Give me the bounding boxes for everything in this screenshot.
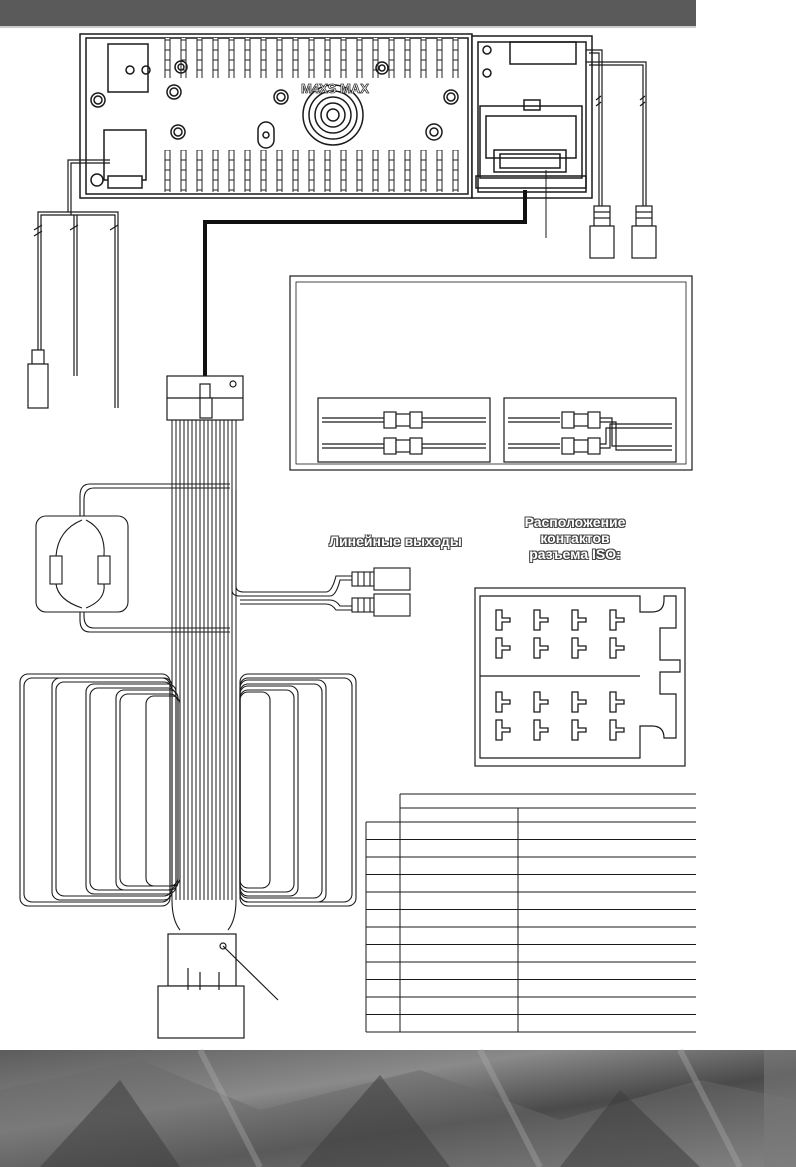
pin-assignment-table <box>365 793 696 1033</box>
unit-model-text: M4XS MAX <box>301 81 369 96</box>
left-leads <box>27 159 119 409</box>
rca-branch <box>231 490 411 617</box>
main-harness-cable <box>203 190 527 378</box>
sub-loop-left <box>35 483 230 633</box>
header-bar <box>0 0 696 26</box>
footer-band <box>0 1048 796 1167</box>
iso-pin-layout-label: Расположение контактов разъема ISO: <box>524 514 626 562</box>
head-unit-rear <box>79 33 593 199</box>
line-outputs-label: Линейные выходы <box>329 533 462 549</box>
wire-bundle <box>171 420 237 900</box>
loom-connector-top <box>166 375 244 421</box>
iso-connector-plug <box>157 933 279 1039</box>
wire-loops <box>19 673 357 931</box>
coupler-info-box <box>289 275 693 471</box>
rca-cables-top-right <box>586 49 657 259</box>
iso-pin-layout <box>474 587 686 767</box>
